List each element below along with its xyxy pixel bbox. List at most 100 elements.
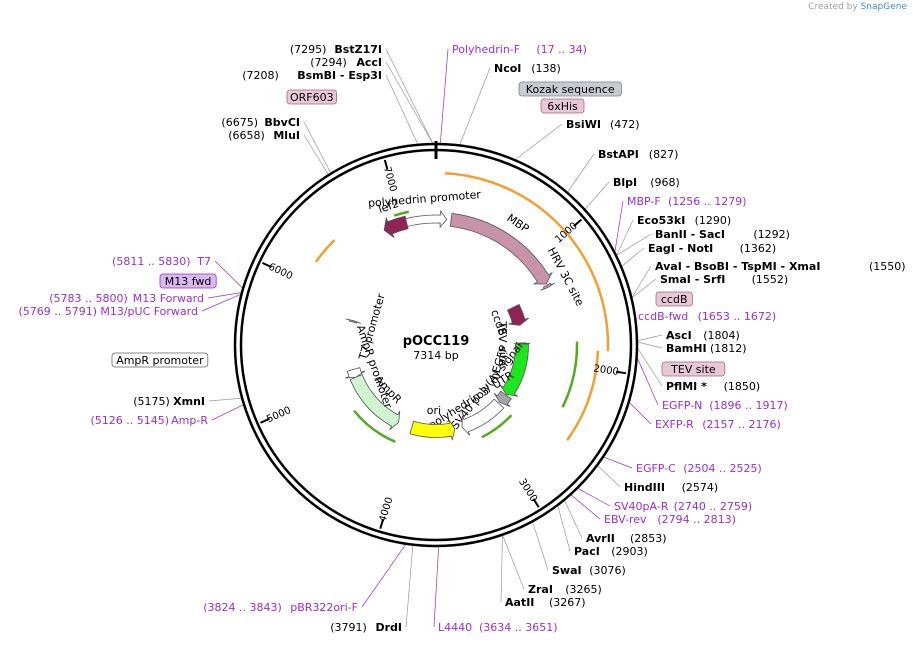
feature-ori: ori	[409, 404, 456, 441]
leader-bstapi	[567, 153, 595, 193]
feature-label-lef2: lef2	[377, 197, 401, 216]
site-name-bsiwi: BsiWI	[566, 118, 601, 131]
site-name-l4440: L4440	[438, 621, 472, 634]
site-pos-acci: (7294)	[310, 56, 347, 69]
site-eagi-noti: EagI - NotI(1362)	[648, 242, 776, 255]
site-blpi: BlpI(968)	[613, 176, 680, 189]
site-name-egfp-n: EGFP-N	[662, 399, 702, 412]
tick-2000	[615, 370, 627, 375]
site-bstapi: BstAPI (827)	[598, 148, 678, 161]
site-name-m13-puc-forward: M13/pUC Forward	[100, 305, 198, 318]
leader-amp-r	[211, 404, 244, 421]
site-name-mbp-f: MBP-F	[627, 195, 661, 208]
site-name-bamhi: BamHI	[666, 342, 707, 355]
box-text-kozak-sequence: Kozak sequence	[526, 83, 615, 96]
site-pos-avrii: (2853)	[630, 532, 667, 545]
site-name-blpi: BlpI	[613, 176, 637, 189]
snapgene-brand: SnapGene	[860, 2, 907, 12]
site-pos-exfp-r: (2157 .. 2176)	[702, 418, 781, 431]
site-pos-smai-srfi: (1552)	[752, 273, 789, 286]
site-pos-m13-forward: (5783 .. 5800)	[49, 292, 128, 305]
site-name-exfp-r: EXFP-R	[655, 418, 694, 431]
site-ebv-rev: EBV-rev(2794 .. 2813)	[604, 513, 736, 526]
site-smai-srfi: SmaI - SrfI(1552)	[660, 273, 788, 286]
site-pos-egfp-n: (1896 .. 1917)	[709, 399, 788, 412]
leader-sv40pa-r	[577, 488, 611, 507]
helper-arc-2	[481, 414, 513, 439]
leader-blpi	[585, 181, 610, 210]
leader-xmni	[208, 397, 242, 402]
leader-exfp-r	[629, 402, 652, 425]
site-pos-eco53ki: (1290)	[695, 214, 732, 227]
leader-egfp-n	[637, 358, 659, 406]
leader-bamhi	[637, 341, 663, 349]
site-pos-sv40pa-r: (2740 .. 2759)	[674, 500, 753, 513]
leader-polyhedrin-f	[439, 48, 449, 144]
site-exfp-r: EXFP-R (2157 .. 2176)	[655, 418, 781, 431]
site-pos-paci: (2903)	[611, 545, 648, 558]
site-name-bstapi: BstAPI	[598, 148, 639, 161]
leader-swai	[532, 522, 549, 571]
site-bsiwi: BsiWI (472)	[566, 118, 640, 131]
site-name-asci: AscI	[666, 329, 692, 342]
site-name-bsmbi-esp3i: BsmBI - Esp3I	[297, 69, 382, 82]
site-sv40pa-r: SV40pA-R (2740 .. 2759)	[614, 500, 752, 513]
site-pos-bsmbi-esp3i: (7208)	[242, 69, 279, 82]
leader-hindiii	[597, 465, 621, 488]
box-label-orf603: ORF603	[286, 89, 337, 105]
site-pos-egfp-c: (2504 .. 2525)	[683, 462, 762, 475]
site-pflmi: PflMI * (1850)	[666, 380, 760, 393]
site-name-paci: PacI	[574, 545, 600, 558]
site-pos-l4440: (3634 .. 3651)	[479, 621, 558, 634]
site-name-avrii: AvrII	[586, 532, 615, 545]
site-pos-bsiwi: (472)	[610, 118, 640, 131]
feature-arrow-polyhedrin-promoter	[404, 209, 448, 229]
feature-arrow-ampr-promoter	[345, 367, 366, 379]
tick-6000	[262, 261, 272, 269]
site-acci: AccI(7294)	[310, 56, 382, 69]
feature-arrow-megfp	[499, 343, 529, 397]
site-name-pflmi: PflMI *	[666, 380, 707, 393]
site-asci: AscI(1804)	[666, 329, 740, 342]
site-ncoi: NcoI(138)	[494, 62, 561, 75]
site-t7: T7(5811 .. 5830)	[112, 255, 211, 268]
plasmid-name: pOCC119	[403, 334, 470, 349]
site-ccdb-fwd: ccdB-fwd(1653 .. 1672)	[638, 310, 776, 323]
site-name-t7: T7	[196, 255, 211, 268]
site-name-hindiii: HindIII	[624, 481, 665, 494]
site-labels: BstZ17I(7295)AccI(7294)BsmBI - Esp3I(720…	[18, 43, 905, 634]
feature-arrow-ori	[409, 419, 456, 441]
site-pos-pflmi: (1850)	[724, 380, 761, 393]
leader-paci	[557, 505, 571, 552]
feature-label-mbp: MBP	[504, 211, 531, 235]
helper-arc-1	[561, 341, 579, 408]
site-name-sv40pa-r: SV40pA-R	[614, 500, 669, 513]
site-egfp-n: EGFP-N (1896 .. 1917)	[662, 399, 788, 412]
leader-bsmbi-esp3i	[385, 74, 418, 144]
leader-avrii	[564, 500, 583, 539]
site-m13-forward: M13 Forward(5783 .. 5800)	[49, 292, 204, 305]
box-label-ccdb: ccdB	[655, 291, 693, 307]
site-pos-polyhedrin-f: (17 .. 34)	[536, 43, 587, 56]
site-name-pbr322ori-f: pBR322ori-F	[290, 601, 358, 614]
site-name-egfp-c: EGFP-C	[636, 462, 676, 475]
leader-eagi-noti	[621, 247, 645, 267]
tick-5000	[260, 417, 271, 424]
site-pos-m13-puc-forward: (5769 .. 5791)	[18, 305, 97, 318]
orf-arcs	[314, 171, 610, 443]
site-m13-puc-forward: M13/pUC Forward(5769 .. 5791)	[18, 305, 198, 318]
feature-lef2: lef2	[377, 197, 409, 239]
leader-pbr322ori-f	[361, 544, 406, 608]
feature-arrow-lef2	[383, 215, 409, 239]
box-bg-tev-site	[661, 361, 726, 377]
feature-tev-site: TEV site	[496, 320, 531, 366]
box-label-tev-site: TEV site	[661, 361, 726, 377]
box-bg-orf603	[286, 89, 337, 105]
box-bg-ampr-promoter	[111, 352, 209, 368]
snapgene-credit: Created by SnapGene	[808, 2, 907, 12]
site-pos-ccdb-fwd: (1653 .. 1672)	[698, 310, 777, 323]
site-pos-bstapi: (827)	[649, 148, 679, 161]
